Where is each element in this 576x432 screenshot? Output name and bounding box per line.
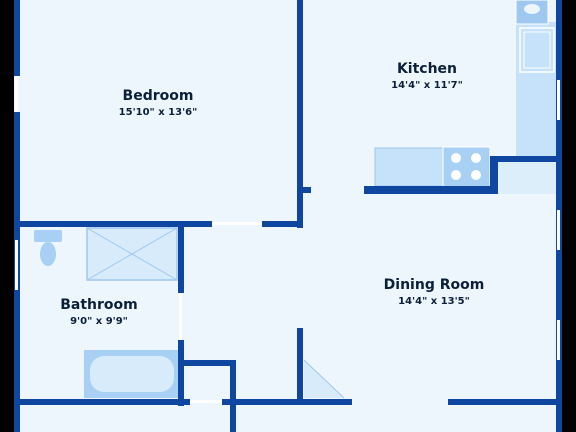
- toilet-icon: [34, 230, 62, 266]
- room-dimensions: 14'4" x 11'7": [391, 80, 463, 91]
- bedroom-label: Bedroom 15'10" x 13'6": [119, 88, 198, 118]
- bathroom-label: Bathroom 9'0" x 9'9": [60, 297, 138, 327]
- shower-icon: [86, 227, 178, 281]
- room-name: Dining Room: [383, 277, 485, 293]
- room-name: Bedroom: [122, 88, 194, 104]
- bathtub-icon: [84, 350, 180, 398]
- door-swing: [303, 359, 345, 399]
- counter-bottom: [374, 147, 444, 187]
- room-dimensions: 14'4" x 13'5": [398, 296, 470, 307]
- room-name: Kitchen: [396, 61, 458, 77]
- room-name: Bathroom: [60, 297, 138, 313]
- windows: [15, 76, 560, 403]
- kitchen-nook: [498, 162, 556, 194]
- sink-icon: [515, 0, 549, 25]
- room-dimensions: 9'0" x 9'9": [70, 316, 128, 327]
- counter-sink-icon: [519, 27, 555, 73]
- dining-room-label: Dining Room 14'4" x 13'5": [384, 277, 485, 307]
- stove-icon: [442, 146, 491, 188]
- kitchen-label: Kitchen 14'4" x 11'7": [391, 61, 463, 91]
- room-dimensions: 15'10" x 13'6": [118, 107, 198, 118]
